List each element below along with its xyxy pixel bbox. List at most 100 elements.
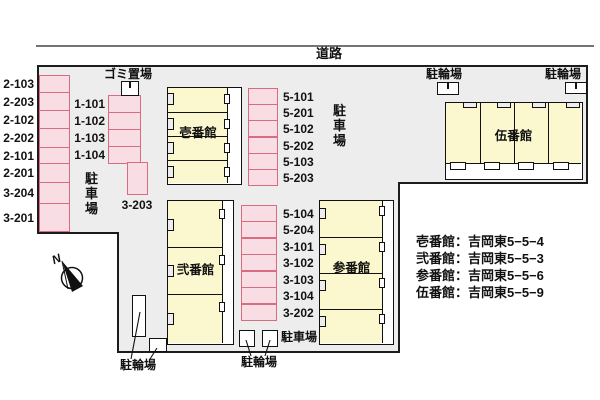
parking-spot	[108, 112, 141, 130]
building-2-notch	[167, 265, 174, 277]
parking-spot-label: 2-203	[3, 94, 34, 109]
building-2: 弐番館	[167, 200, 234, 345]
building-3-notch	[319, 316, 326, 327]
bicycle-box	[565, 82, 587, 94]
building-1-door	[224, 143, 230, 153]
building-1-body	[168, 88, 228, 183]
building-3-divider	[320, 237, 382, 239]
parking-spot-label: 5-103	[283, 155, 314, 169]
building-5-door	[553, 162, 569, 170]
parking-spot-label: 5-204	[283, 223, 314, 237]
parking-spot-label: 2-102	[3, 112, 34, 127]
building-5-notch	[566, 102, 580, 108]
building-5-divider	[514, 103, 516, 163]
building-1-label: 壱番館	[179, 126, 217, 140]
parking-spot-label: 3-204	[3, 186, 34, 200]
building-5-divider	[548, 103, 550, 163]
parking-spot-label: 5-101	[283, 90, 314, 104]
parking-spot	[39, 203, 70, 232]
parking-spot	[241, 221, 277, 238]
bicycle-area-label: 駐輪場	[120, 358, 157, 372]
building-2-label: 弐番館	[176, 263, 215, 277]
building-2-door	[219, 302, 225, 312]
building-5-door	[450, 162, 466, 170]
parking-spot-label: 1-104	[74, 148, 105, 162]
compass-icon	[60, 260, 84, 292]
building-3-divider	[320, 273, 382, 275]
bicycle-box	[132, 295, 146, 337]
building-5-notch	[497, 102, 511, 108]
building-3-door	[379, 278, 385, 288]
bicycle-box	[239, 330, 255, 347]
parking-spot-label: 2-202	[3, 131, 34, 145]
parking-spot-label: 3-103	[283, 273, 314, 287]
building-2-body	[168, 201, 223, 343]
parking-spot-label: 5-104	[283, 207, 314, 221]
road-label: 道路	[315, 46, 342, 61]
building-1-notch	[167, 142, 174, 154]
building-2-notch	[167, 219, 174, 231]
parking-area-label-right: 駐車場	[333, 103, 347, 148]
garbage-box-tick	[129, 81, 131, 88]
address-line: 参番館：吉岡東5−5−6	[416, 268, 544, 283]
building-2-door	[219, 209, 225, 219]
parking-spot	[248, 104, 278, 121]
building-5-label: 伍番館	[494, 129, 533, 143]
building-3-door	[379, 314, 385, 324]
parking-spot	[241, 205, 277, 222]
parking-spot	[248, 169, 278, 186]
parking-spot-label: 3-102	[283, 256, 314, 270]
bicycle-box	[262, 330, 278, 347]
parking-spot	[241, 271, 277, 288]
parking-spot	[39, 110, 70, 129]
building-3-label: 参番館	[332, 261, 371, 275]
parking-spot	[241, 287, 277, 304]
building-2-door	[219, 255, 225, 265]
building-1-notch	[167, 93, 174, 105]
building-1-door	[224, 167, 230, 177]
parking-spot	[39, 182, 70, 204]
parking-spot-label: 3-203	[121, 198, 153, 212]
parking-spot	[108, 129, 141, 147]
address-line: 壱番館：吉岡東5−5−4	[416, 234, 544, 249]
building-5-notch	[463, 102, 477, 108]
parking-spot	[39, 92, 70, 111]
building-3-body	[320, 201, 383, 343]
parking-spot	[241, 254, 277, 271]
building-3: 参番館	[319, 200, 394, 345]
building-3-notch	[319, 280, 326, 291]
building-1-door	[224, 119, 230, 129]
bicycle-box	[149, 338, 167, 352]
building-1-divider	[168, 136, 227, 138]
parking-spot-label: 3-101	[283, 240, 314, 254]
garbage-box	[121, 81, 139, 96]
parking-spot	[39, 75, 70, 93]
parking-spot-label: 1-102	[74, 114, 105, 128]
building-1: 壱番館	[167, 87, 242, 185]
building-5-door	[518, 162, 534, 170]
bicycle-area-label: 駐輪場	[241, 355, 278, 369]
building-3-door	[379, 206, 385, 216]
address-line: 伍番館：吉岡東5−5−9	[416, 285, 544, 300]
parking-spot	[39, 128, 70, 148]
building-1-notch	[167, 166, 174, 178]
building-3-notch	[319, 244, 326, 255]
building-3-notch	[319, 208, 326, 219]
parking-spot	[248, 153, 278, 170]
bicycle-area-label: 駐輪場	[426, 67, 463, 81]
bicycle-box	[437, 82, 459, 95]
parking-spot	[108, 146, 141, 164]
parking-spot	[248, 88, 278, 105]
building-1-divider	[168, 112, 227, 114]
building-5-door	[484, 162, 500, 170]
address-line: 弐番館：吉岡東5−5−3	[416, 251, 544, 266]
parking-spot-label: 5-203	[283, 171, 314, 185]
parking-spot	[39, 163, 70, 183]
parking-spot-label: 1-101	[74, 97, 105, 111]
parking-spot-label: 5-202	[283, 139, 314, 153]
parking-spot	[241, 304, 277, 321]
building-5: 伍番館	[445, 102, 583, 180]
building-3-door	[379, 242, 385, 252]
building-1-door	[224, 94, 230, 104]
